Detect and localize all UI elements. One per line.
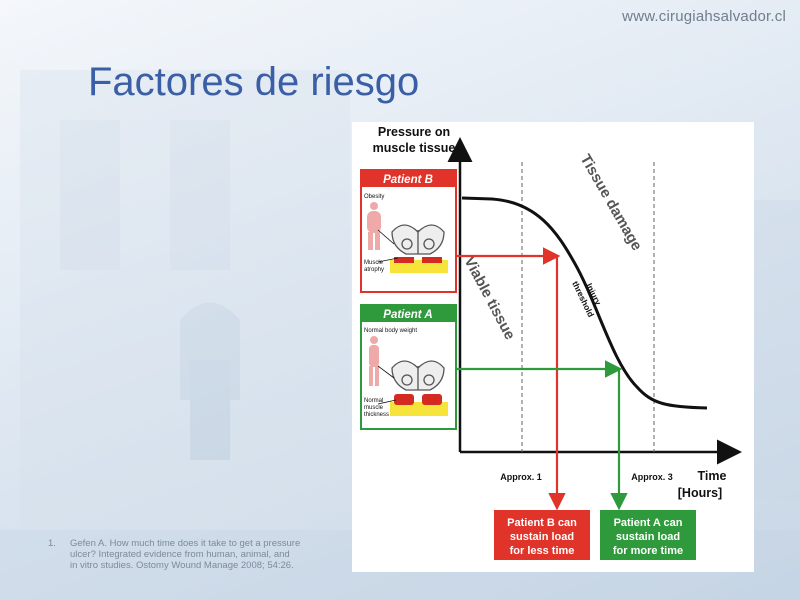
site-url: www.cirugiahsalvador.cl [622, 8, 786, 25]
patient-a-label-weight: Normal body weight [364, 328, 417, 334]
footnote-number: 1. [48, 538, 56, 549]
tissue-damage-label: Tissue damage [577, 152, 646, 254]
patient-b-result-line: Patient B can [507, 517, 577, 529]
pressure-time-diagram: Pressure on muscle tissue Approx. 1 Appr… [352, 122, 754, 572]
y-axis-label: muscle tissue [373, 141, 456, 155]
normal-body-icon [369, 336, 379, 386]
injury-threshold-curve [461, 196, 708, 410]
x-axis-label: Time [698, 469, 727, 483]
slide-title: Factores de riesgo [88, 60, 420, 104]
patient-b-result-line: sustain load [510, 531, 574, 543]
patient-a-label-muscle: Normal [364, 398, 383, 404]
footnote-line: in vitro studies. Ostomy Wound Manage 20… [70, 560, 294, 571]
footnote-line: ulcer? Integrated evidence from human, a… [70, 549, 290, 560]
patient-a-panel: Patient A Normal body weight Normal musc… [360, 304, 457, 430]
patient-b-label-muscle: atrophy [364, 267, 384, 273]
y-axis-label: Pressure on [378, 125, 450, 139]
patient-b-title: Patient B [383, 174, 433, 186]
patient-a-result-line: sustain load [616, 531, 680, 543]
patient-a-label-muscle: thickness [364, 412, 389, 418]
tick-label-approx-3: Approx. 3 [631, 472, 673, 482]
reference-footnote: 1. Gefen A. How much time does it take t… [48, 538, 340, 571]
x-axis-label: [Hours] [678, 486, 722, 500]
patient-b-result-line: for less time [510, 545, 575, 557]
footnote-line: Gefen A. How much time does it take to g… [70, 538, 301, 549]
pelvis-icon [391, 224, 445, 255]
viable-tissue-label: Viable tissue [460, 254, 518, 343]
pelvis-icon [391, 360, 445, 391]
patient-a-result-line: Patient A can [614, 517, 683, 529]
tick-label-approx-1: Approx. 1 [500, 472, 542, 482]
patient-a-label-muscle: muscle [364, 405, 384, 411]
patient-b-label-muscle: Muscle [364, 260, 384, 266]
obese-body-icon [367, 202, 381, 250]
patient-a-result-line: for more time [613, 545, 683, 557]
patient-a-result-box: Patient A can sustain load for more time [600, 510, 696, 560]
patient-b-label-obesity: Obesity [364, 194, 384, 200]
patient-a-title: Patient A [383, 309, 432, 321]
patient-b-panel: Patient B Obesity Muscle atrophy [360, 169, 457, 293]
patient-b-result-box: Patient B can sustain load for less time [494, 510, 590, 560]
